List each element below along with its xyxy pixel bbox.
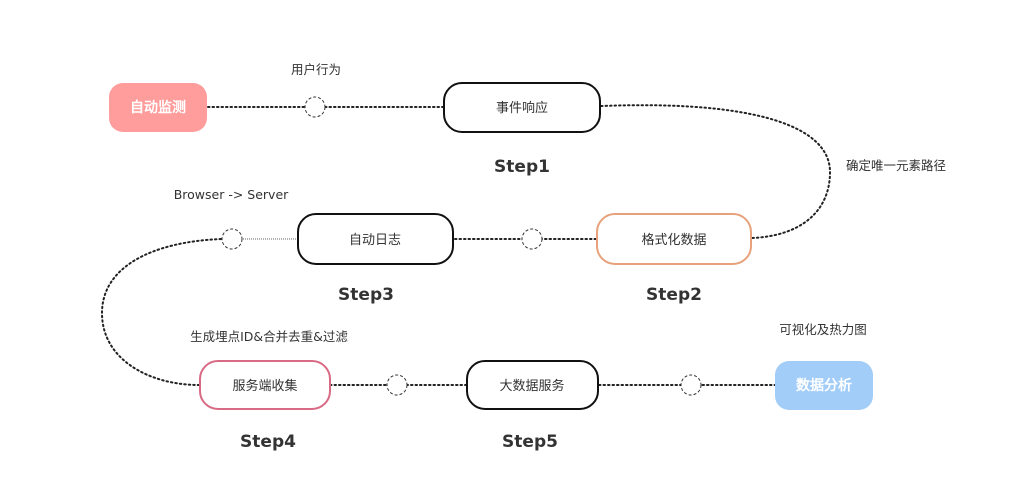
end-label: 数据分析 <box>796 377 852 394</box>
note-id-merge: 生成埋点ID&合并去重&过滤 <box>190 329 348 344</box>
connector-node <box>304 96 326 118</box>
connector-node <box>680 374 702 396</box>
connector-node <box>386 374 408 396</box>
note-browser-server: Browser -> Server <box>174 187 289 202</box>
format-data-label: 格式化数据 <box>641 232 706 248</box>
connector-curve-event-to-format <box>600 104 832 239</box>
big-data-service-box <box>466 360 599 410</box>
start-label: 自动监测 <box>130 99 186 116</box>
big-data-service-label: 大数据服务 <box>499 378 564 394</box>
note-visualization: 可视化及热力图 <box>779 322 867 337</box>
big-data-service-node: 大数据服务 <box>466 360 599 410</box>
event-response-box <box>443 82 601 133</box>
step2-label: Step2 <box>646 285 702 305</box>
connector-node <box>521 228 543 250</box>
step5-label: Step5 <box>502 432 558 452</box>
connector-node <box>221 228 243 250</box>
auto-log-label: 自动日志 <box>349 233 401 248</box>
format-data-node: 格式化数据 <box>596 213 752 265</box>
note-user-behavior: 用户行为 <box>291 62 341 77</box>
step1-label: Step1 <box>494 157 550 177</box>
step3-label: Step3 <box>338 285 394 305</box>
end-node: 数据分析 <box>775 361 873 410</box>
server-collect-label: 服务端收集 <box>232 378 297 394</box>
server-collect-node: 服务端收集 <box>199 360 331 410</box>
event-response-node: 事件响应 <box>443 82 601 133</box>
server-collect-box <box>199 360 331 410</box>
start-node: 自动监测 <box>109 83 207 132</box>
event-response-label: 事件响应 <box>496 100 548 116</box>
start-pill <box>109 83 207 132</box>
note-unique-path: 确定唯一元素路径 <box>846 158 946 173</box>
auto-log-node: 自动日志 <box>297 213 454 265</box>
auto-log-box <box>297 213 454 265</box>
connector-curve-left-to-server <box>100 238 222 386</box>
format-data-box <box>596 213 752 265</box>
step4-label: Step4 <box>240 432 296 452</box>
end-pill <box>775 361 873 410</box>
